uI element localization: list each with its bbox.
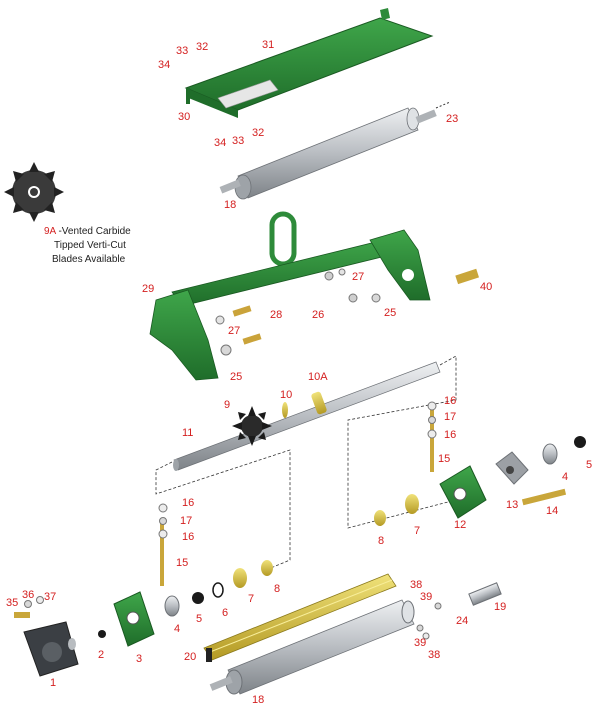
callout-16: 16: [444, 395, 456, 407]
hood-cover: [184, 8, 434, 118]
callout-3: 3: [136, 653, 142, 665]
callout-16: 16: [182, 497, 194, 509]
callout-34: 34: [158, 59, 170, 71]
callout-23: 23: [446, 113, 458, 125]
callout-17: 17: [444, 411, 456, 423]
callout-24: 24: [456, 615, 468, 627]
callout-28: 28: [270, 309, 282, 321]
callout-18: 18: [252, 694, 264, 706]
callout-38: 38: [428, 649, 440, 661]
assembly-guides: [155, 355, 457, 571]
callout-15: 15: [176, 557, 188, 569]
callout-32: 32: [196, 41, 208, 53]
right-bearing-assembly: [374, 401, 586, 526]
callout-33: 33: [176, 45, 188, 57]
callout-2: 2: [98, 649, 104, 661]
callout-25: 25: [230, 371, 242, 383]
callout-39: 39: [414, 637, 426, 649]
hardware-cluster: [215, 268, 480, 356]
callout-7: 7: [414, 525, 420, 537]
callout-36: 36: [22, 589, 34, 601]
callout-37: 37: [44, 591, 56, 603]
blade-note-line2: Tipped Verti-Cut: [54, 240, 126, 251]
callout-8: 8: [274, 583, 280, 595]
callout-13: 13: [506, 499, 518, 511]
spacer-10: [282, 402, 288, 418]
callout-27: 27: [352, 271, 364, 283]
callout-1: 1: [50, 677, 56, 689]
callouts: 1 2 3 4 4 5 5 6 7 7 8 8 9 10 10A 11 12 1…: [6, 39, 592, 706]
svg-text:9A -Vented Carbide: 9A -Vented Carbide: [44, 226, 131, 237]
callout-15: 15: [438, 453, 450, 465]
callout-35: 35: [6, 597, 18, 609]
callout-11: 11: [182, 427, 193, 439]
callout-19: 19: [494, 601, 506, 613]
blade-note-code: 9A: [44, 226, 57, 237]
spacer-10a: [311, 391, 327, 415]
callout-18: 18: [224, 199, 236, 211]
callout-4: 4: [174, 623, 180, 635]
callout-8: 8: [378, 535, 384, 547]
callout-16: 16: [182, 531, 194, 543]
blade-note-line3: Blades Available: [52, 254, 126, 265]
callout-30: 30: [178, 111, 190, 123]
callout-5: 5: [196, 613, 202, 625]
callout-10: 10: [280, 389, 292, 401]
callout-27: 27: [228, 325, 240, 337]
lower-roller: [209, 582, 502, 695]
callout-16: 16: [444, 429, 456, 441]
callout-26: 26: [312, 309, 324, 321]
callout-32: 32: [252, 127, 264, 139]
callout-34: 34: [214, 137, 226, 149]
vented-blade-icon: [4, 162, 64, 222]
callout-17: 17: [180, 515, 192, 527]
left-bearing-assembly: [14, 503, 273, 677]
callout-6: 6: [222, 607, 228, 619]
callout-40: 40: [480, 281, 492, 293]
callout-4: 4: [562, 471, 568, 483]
blade-note-line1: -Vented Carbide: [56, 226, 131, 237]
callout-39: 39: [420, 591, 432, 603]
main-frame: [149, 211, 431, 381]
main-shaft: [173, 361, 441, 471]
callout-31: 31: [262, 39, 274, 51]
callout-33: 33: [232, 135, 244, 147]
callout-29: 29: [142, 283, 154, 295]
hood-label-plate: [217, 79, 279, 109]
callout-7: 7: [248, 593, 254, 605]
callout-20: 20: [184, 651, 196, 663]
gold-bar-20: [203, 573, 397, 662]
callout-25: 25: [384, 307, 396, 319]
callout-38: 38: [410, 579, 422, 591]
callout-14: 14: [546, 505, 558, 517]
callout-9: 9: [224, 399, 230, 411]
upper-roller: [219, 101, 451, 200]
callout-12: 12: [454, 519, 466, 531]
shaft-blade-9: [232, 406, 272, 446]
callout-5: 5: [586, 459, 592, 471]
callout-10a: 10A: [308, 371, 328, 383]
